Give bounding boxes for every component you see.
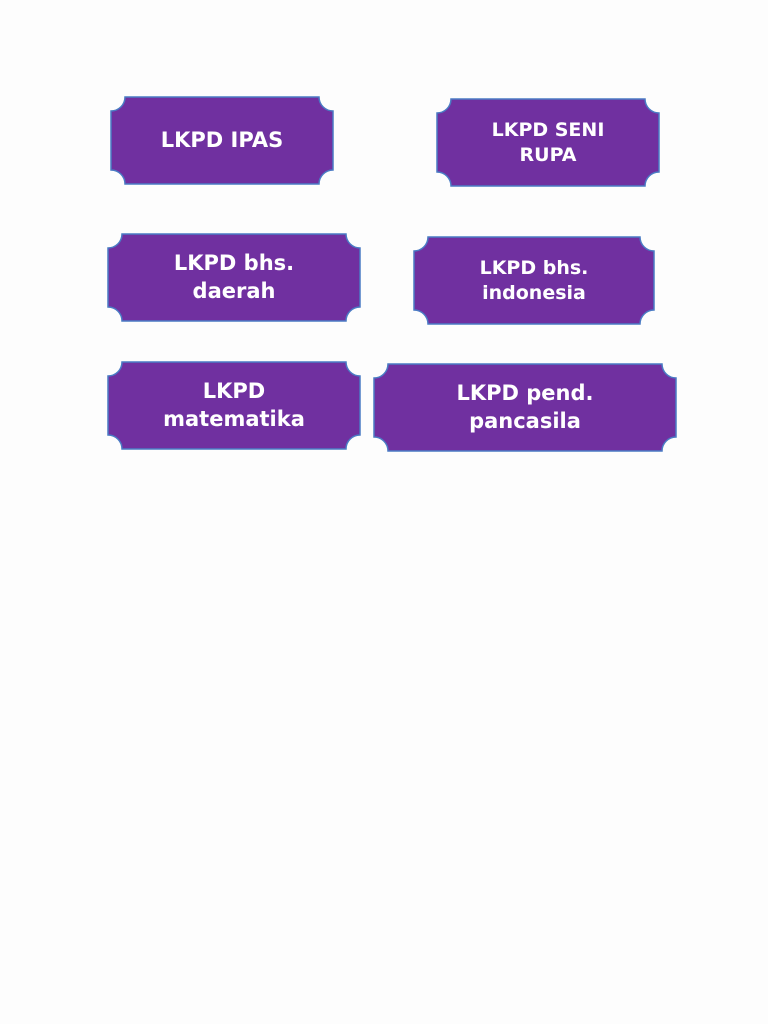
- tile-label: LKPD bhs. daerah: [173, 251, 295, 303]
- lkpd-pend-pancasila-button[interactable]: LKPD pend. pancasila: [373, 363, 677, 452]
- ticket-shape: [373, 363, 677, 452]
- tile-label: LKPD pend. pancasila: [456, 381, 594, 433]
- ticket-shape-path: [373, 363, 677, 452]
- lkpd-seni-rupa-button[interactable]: LKPD SENI RUPA: [436, 98, 660, 187]
- ticket-shape-path: [107, 233, 361, 322]
- ticket-shape-path: [413, 236, 655, 325]
- lkpd-matematika-button[interactable]: LKPD matematika: [107, 361, 361, 450]
- tile-label: LKPD SENI RUPA: [491, 118, 605, 166]
- lkpd-ipas-button[interactable]: LKPD IPAS: [110, 96, 334, 185]
- ticket-shape: [107, 233, 361, 322]
- ticket-shape: [107, 361, 361, 450]
- ticket-shape-path: [110, 96, 334, 185]
- ticket-shape: [413, 236, 655, 325]
- tile-label: LKPD matematika: [163, 379, 305, 431]
- tile-label: LKPD bhs. indonesia: [479, 256, 589, 304]
- tile-label: LKPD IPAS: [160, 127, 284, 152]
- ticket-shape: [110, 96, 334, 185]
- ticket-shape-path: [107, 361, 361, 450]
- lkpd-bhs-indonesia-button[interactable]: LKPD bhs. indonesia: [413, 236, 655, 325]
- lkpd-bhs-daerah-button[interactable]: LKPD bhs. daerah: [107, 233, 361, 322]
- ticket-shape-path: [436, 98, 660, 187]
- ticket-shape: [436, 98, 660, 187]
